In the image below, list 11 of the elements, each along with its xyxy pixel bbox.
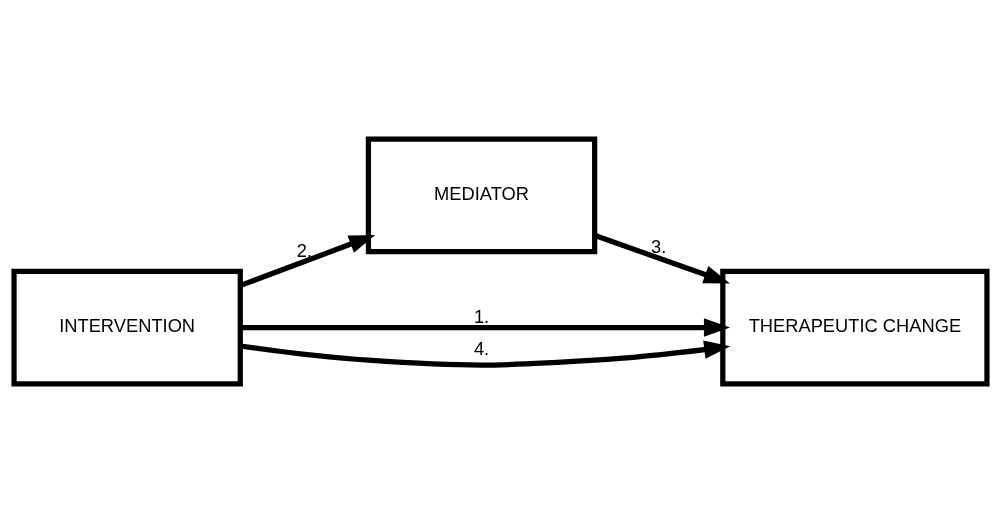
edge-label: 2. — [296, 240, 312, 262]
arrow — [594, 233, 730, 284]
node-box: THERAPEUTIC CHANGE — [720, 268, 990, 387]
arrow — [240, 318, 731, 337]
edge-label: 1. — [473, 305, 490, 327]
edge-label: 3. — [651, 236, 667, 258]
node-box: MEDIATOR — [365, 136, 598, 255]
arrow — [239, 234, 376, 288]
edge-label: 4. — [473, 338, 490, 360]
arrow — [240, 340, 731, 368]
node-box: INTERVENTION — [11, 268, 243, 387]
